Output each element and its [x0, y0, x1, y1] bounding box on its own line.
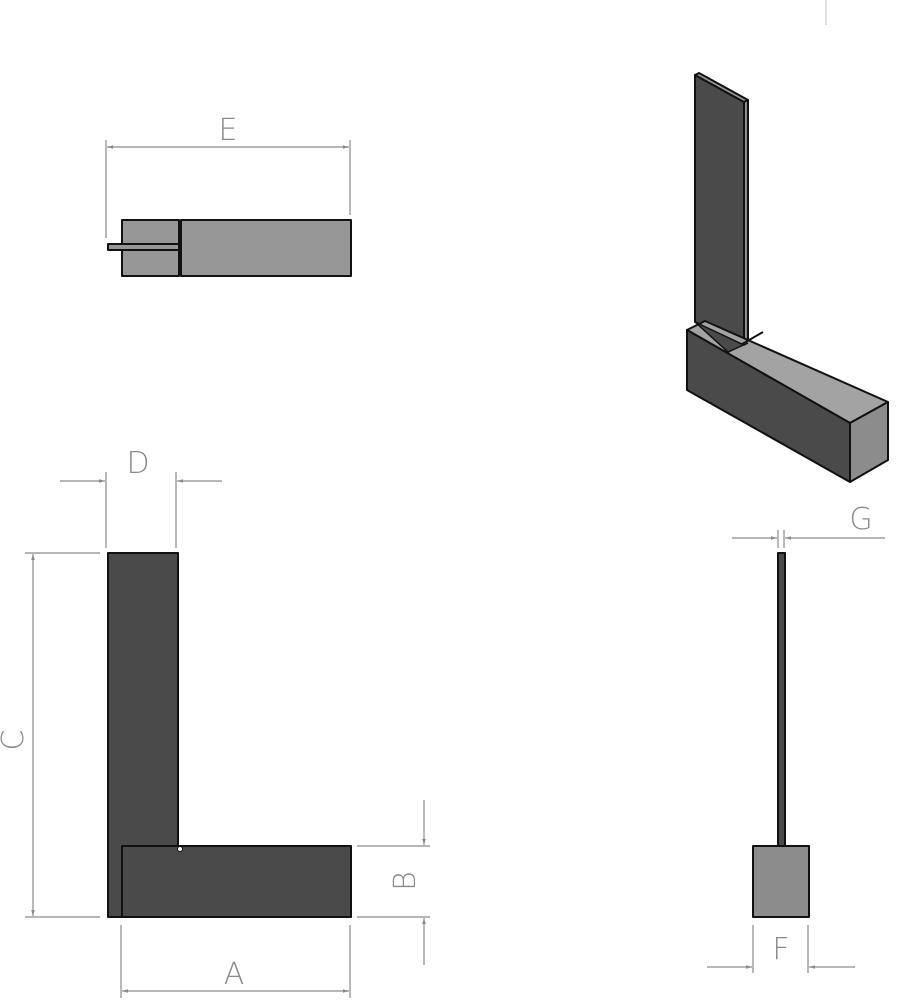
front-view: D C B A — [0, 446, 430, 998]
side-view: G F — [707, 502, 885, 973]
relief-notch — [177, 846, 183, 852]
dimension-label-g: G — [849, 502, 872, 537]
dimension-label-d: D — [126, 446, 149, 481]
blade-edge — [107, 243, 180, 251]
blade-base — [694, 321, 749, 353]
stock-body — [180, 219, 352, 277]
dimension-label-a: A — [224, 957, 245, 992]
blade-side-edge — [743, 99, 749, 346]
blade-face — [694, 74, 745, 346]
dimension-label-c: C — [0, 730, 31, 751]
isometric-view — [686, 72, 889, 483]
stock-end-face — [849, 401, 889, 483]
stock-side — [752, 845, 810, 918]
dimension-label-e: E — [219, 113, 238, 148]
dimension-label-f: F — [772, 932, 789, 967]
stock-face — [121, 845, 352, 918]
top-view: E — [105, 113, 352, 277]
blade-side — [777, 552, 786, 847]
dimension-label-b: B — [388, 871, 423, 891]
